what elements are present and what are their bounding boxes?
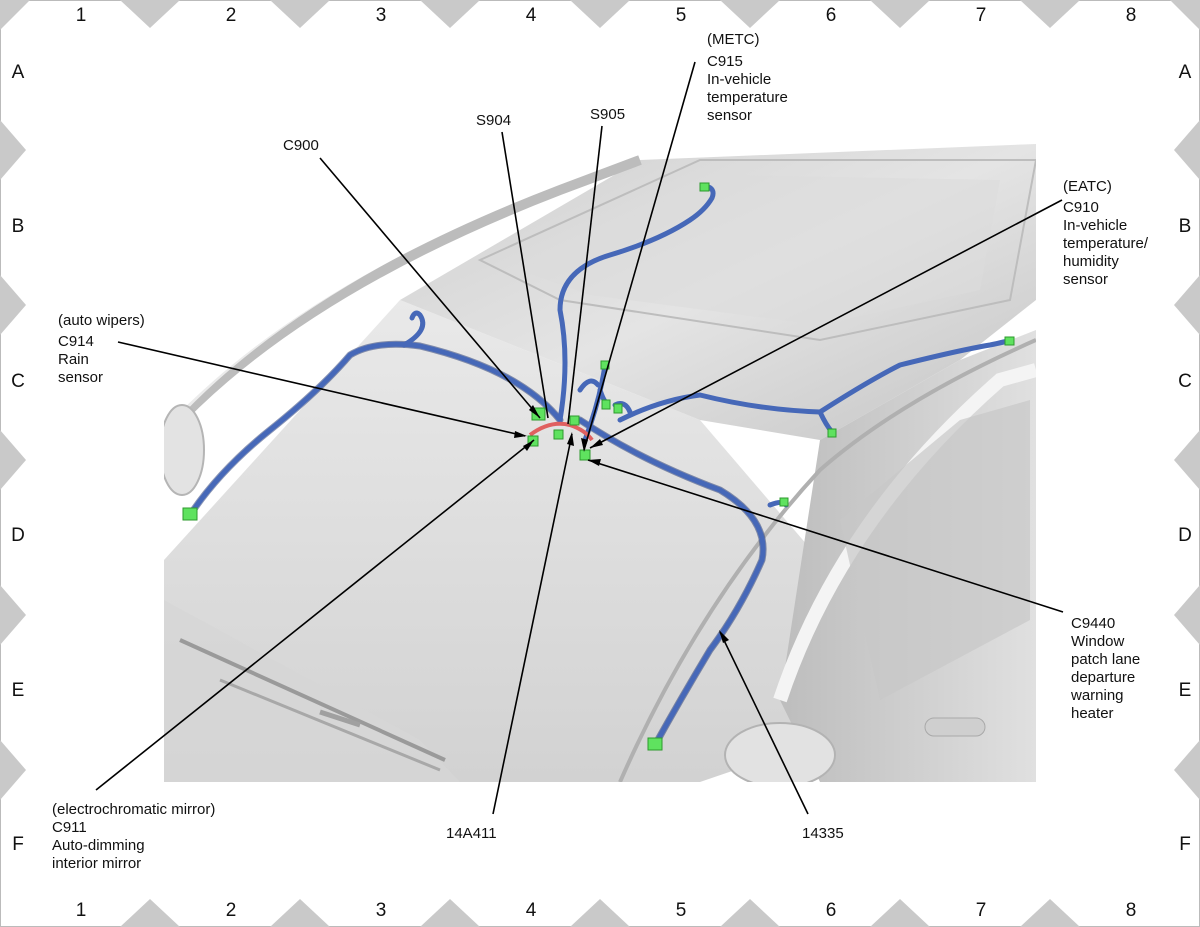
connector-pillar — [779, 497, 789, 507]
connector-roof-right — [1004, 336, 1015, 346]
label-c910: (EATC) C910 In-vehicle temperature/ humi… — [1063, 178, 1149, 288]
row-labels-right: A B C D E F — [1178, 62, 1192, 855]
col-label: 8 — [1126, 900, 1137, 921]
left-grid-markers — [0, 120, 26, 800]
wiring-harness — [186, 183, 1013, 749]
label-c9440: C9440 Window patch lane departure warnin… — [1070, 615, 1140, 722]
row-labels-left: A B C D E F — [11, 62, 25, 855]
label-line: sensor — [58, 369, 103, 386]
leader-c900 — [319, 157, 541, 419]
column-labels-bottom: 1 2 3 4 5 6 7 8 — [76, 900, 1137, 921]
label-line: Auto-dimming — [52, 837, 145, 854]
connector-small — [613, 403, 623, 414]
connector-c900-left — [182, 507, 198, 521]
connector-14335 — [647, 737, 663, 751]
label-line: humidity — [1063, 253, 1119, 270]
leader-c915 — [583, 61, 696, 451]
connector-roof — [699, 182, 710, 192]
connector-s905 — [569, 415, 580, 426]
col-label: 7 — [976, 900, 987, 921]
row-label: D — [11, 525, 25, 546]
col-label: 6 — [826, 900, 837, 921]
row-label: F — [12, 834, 24, 855]
label-line: In-vehicle — [1063, 217, 1127, 234]
label-c900: C900 — [283, 137, 319, 154]
leader-14a411 — [492, 433, 573, 815]
label-line: departure — [1071, 669, 1135, 686]
label-line: C9440 — [1071, 615, 1115, 632]
col-label: 5 — [676, 5, 687, 26]
col-label: 3 — [376, 5, 387, 26]
col-label: 2 — [226, 900, 237, 921]
label-line: temperature/ — [1063, 235, 1149, 252]
label-line: C915 — [707, 53, 743, 70]
row-label: C — [1178, 371, 1192, 392]
row-label: E — [12, 680, 25, 701]
label-line: C910 — [1063, 199, 1099, 216]
col-label: 6 — [826, 5, 837, 26]
col-label: 1 — [76, 5, 87, 26]
label-s904: S904 — [476, 112, 511, 129]
label-s905: S905 — [590, 106, 625, 123]
label-c911: (electrochromatic mirror) C911 Auto-dimm… — [52, 801, 215, 872]
col-label: 4 — [526, 900, 537, 921]
connectors — [182, 182, 1015, 751]
label-c914: (auto wipers) C914 Rain sensor — [58, 312, 145, 386]
label-line: In-vehicle — [707, 71, 771, 88]
row-label: F — [1179, 834, 1191, 855]
leader-14335 — [719, 631, 809, 815]
callout-labels: C900 S904 S905 (METC) C915 In-vehicle te… — [52, 31, 1149, 872]
col-label: 7 — [976, 5, 987, 26]
leader-c914 — [117, 341, 526, 437]
row-label: E — [1179, 680, 1192, 701]
connector-roof-mid — [827, 428, 837, 438]
label-line: C911 — [52, 819, 87, 836]
connector-c915 — [601, 399, 611, 410]
label-line: Window — [1071, 633, 1125, 650]
label-line: sensor — [1063, 271, 1108, 288]
label-line: patch lane — [1071, 651, 1140, 668]
label-line: temperature — [707, 89, 788, 106]
bottom-grid-markers — [120, 899, 1080, 927]
leader-c910 — [589, 199, 1063, 449]
label-line: Rain — [58, 351, 89, 368]
label-line: (auto wipers) — [58, 312, 145, 329]
label-line: sensor — [707, 107, 752, 124]
col-label: 3 — [376, 900, 387, 921]
connector-c910 — [579, 449, 591, 461]
label-line: interior mirror — [52, 855, 141, 872]
label-line: (electrochromatic mirror) — [52, 801, 215, 818]
top-grid-markers — [0, 0, 1200, 30]
row-label: B — [12, 216, 25, 237]
label-14335: 14335 — [802, 825, 844, 842]
row-label: D — [1178, 525, 1192, 546]
col-label: 8 — [1126, 5, 1137, 26]
row-label: C — [11, 371, 25, 392]
label-c915: (METC) C915 In-vehicle temperature senso… — [707, 31, 788, 124]
right-grid-markers — [1174, 120, 1200, 800]
leader-c911 — [95, 439, 535, 791]
label-line: warning — [1070, 687, 1124, 704]
label-line: (METC) — [707, 31, 760, 48]
row-label: A — [12, 62, 25, 83]
leader-s904 — [501, 131, 549, 419]
row-label: B — [1179, 216, 1192, 237]
label-line: C914 — [58, 333, 94, 350]
row-label: A — [1179, 62, 1192, 83]
col-label: 5 — [676, 900, 687, 921]
leader-lines — [95, 61, 1064, 815]
label-line: (EATC) — [1063, 178, 1112, 195]
col-label: 2 — [226, 5, 237, 26]
leader-c9440 — [587, 459, 1064, 613]
label-14a411: 14A411 — [446, 825, 497, 842]
column-labels-top: 1 2 3 4 5 6 7 8 — [76, 5, 1137, 26]
col-label: 4 — [526, 5, 537, 26]
vehicle-illustration — [164, 144, 1036, 782]
connector-s904 — [553, 429, 564, 440]
label-line: heater — [1071, 705, 1114, 722]
col-label: 1 — [76, 900, 87, 921]
leader-s905 — [567, 125, 603, 425]
